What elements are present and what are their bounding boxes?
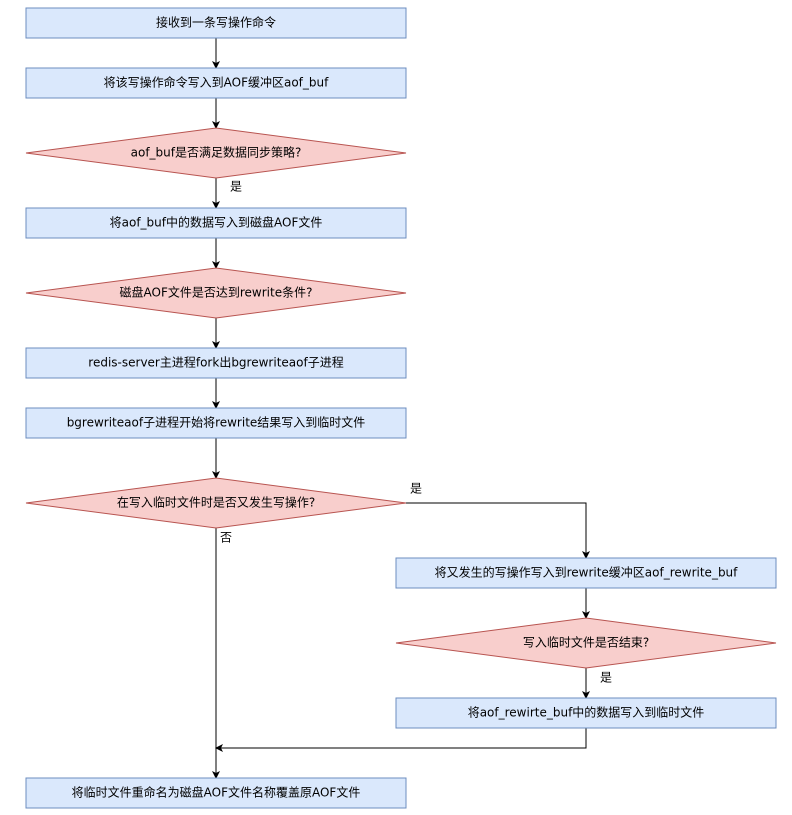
node-flush-rewrite-buf-label: 将aof_rewirte_buf中的数据写入到临时文件 (468, 705, 705, 720)
node-sync-policy-label: aof_buf是否满足数据同步策略? (131, 145, 302, 160)
node-receive-cmd[interactable]: 接收到一条写操作命令 (25, 7, 407, 39)
node-sync-policy-decision[interactable]: aof_buf是否满足数据同步策略? (25, 127, 407, 179)
edge-flush-to-main-line (215, 728, 587, 752)
node-temp-done-decision[interactable]: 写入临时文件是否结束? (395, 617, 777, 669)
node-write-disk[interactable]: 将aof_buf中的数据写入到磁盘AOF文件 (25, 207, 407, 239)
edge-label-new-write-yes: 是 (410, 482, 422, 496)
node-rewrite-cond-label: 磁盘AOF文件是否达到rewrite条件? (120, 285, 313, 300)
node-write-disk-label: 将aof_buf中的数据写入到磁盘AOF文件 (110, 215, 323, 230)
node-bg-write-temp-label: bgrewriteaof子进程开始将rewrite结果写入到临时文件 (67, 415, 366, 430)
node-rename-label: 将临时文件重命名为磁盘AOF文件名称覆盖原AOF文件 (72, 785, 361, 800)
node-write-aof-buf[interactable]: 将该写操作命令写入到AOF缓冲区aof_buf (25, 67, 407, 99)
node-write-rewrite-buf[interactable]: 将又发生的写操作写入到rewrite缓冲区aof_rewrite_buf (395, 557, 777, 589)
node-rewrite-cond-decision[interactable]: 磁盘AOF文件是否达到rewrite条件? (25, 267, 407, 319)
node-new-write-op-label: 在写入临时文件时是否又发生写操作? (117, 495, 315, 510)
node-receive-cmd-label: 接收到一条写操作命令 (156, 15, 276, 30)
node-new-write-op-decision[interactable]: 在写入临时文件时是否又发生写操作? (25, 477, 407, 529)
edge-label-sync-yes: 是 (230, 180, 242, 194)
node-write-aof-buf-label: 将该写操作命令写入到AOF缓冲区aof_buf (104, 75, 329, 90)
node-fork[interactable]: redis-server主进程fork出bgrewriteaof子进程 (25, 347, 407, 379)
node-write-rewrite-buf-label: 将又发生的写操作写入到rewrite缓冲区aof_rewrite_buf (435, 565, 739, 580)
edge-label-new-write-no: 否 (220, 531, 232, 545)
edge-new-write-yes-to-rewrite-buf (406, 502, 590, 559)
node-bg-write-temp[interactable]: bgrewriteaof子进程开始将rewrite结果写入到临时文件 (25, 407, 407, 439)
node-fork-label: redis-server主进程fork出bgrewriteaof子进程 (88, 355, 343, 370)
edge-label-temp-done-yes: 是 (600, 671, 612, 685)
node-rename[interactable]: 将临时文件重命名为磁盘AOF文件名称覆盖原AOF文件 (25, 777, 407, 809)
node-flush-rewrite-buf[interactable]: 将aof_rewirte_buf中的数据写入到临时文件 (395, 697, 777, 729)
node-temp-done-label: 写入临时文件是否结束? (523, 635, 649, 650)
edges (212, 38, 590, 779)
